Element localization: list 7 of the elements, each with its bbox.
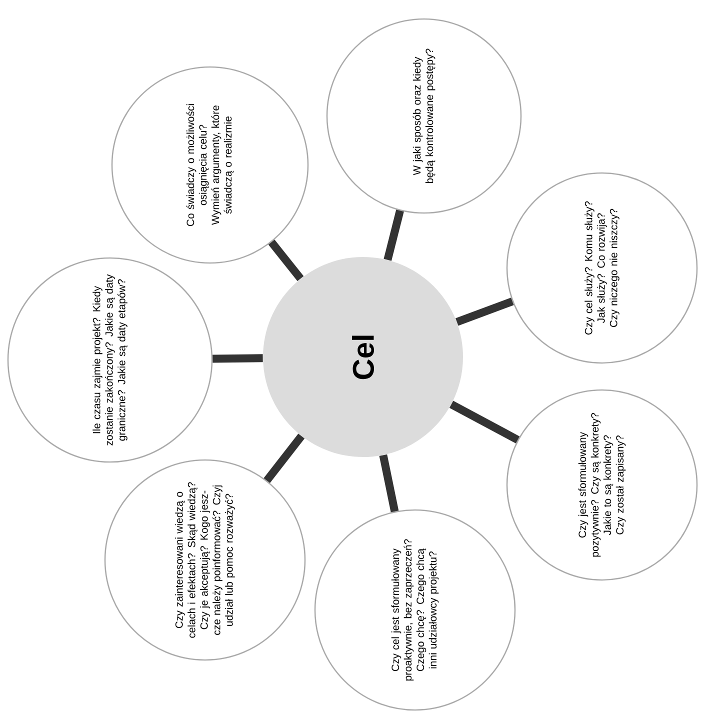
connector xyxy=(384,210,404,261)
connector xyxy=(456,298,514,326)
connector xyxy=(379,454,399,512)
connector xyxy=(212,354,263,363)
connector xyxy=(449,400,520,444)
connector xyxy=(268,240,304,282)
connector xyxy=(264,434,305,484)
